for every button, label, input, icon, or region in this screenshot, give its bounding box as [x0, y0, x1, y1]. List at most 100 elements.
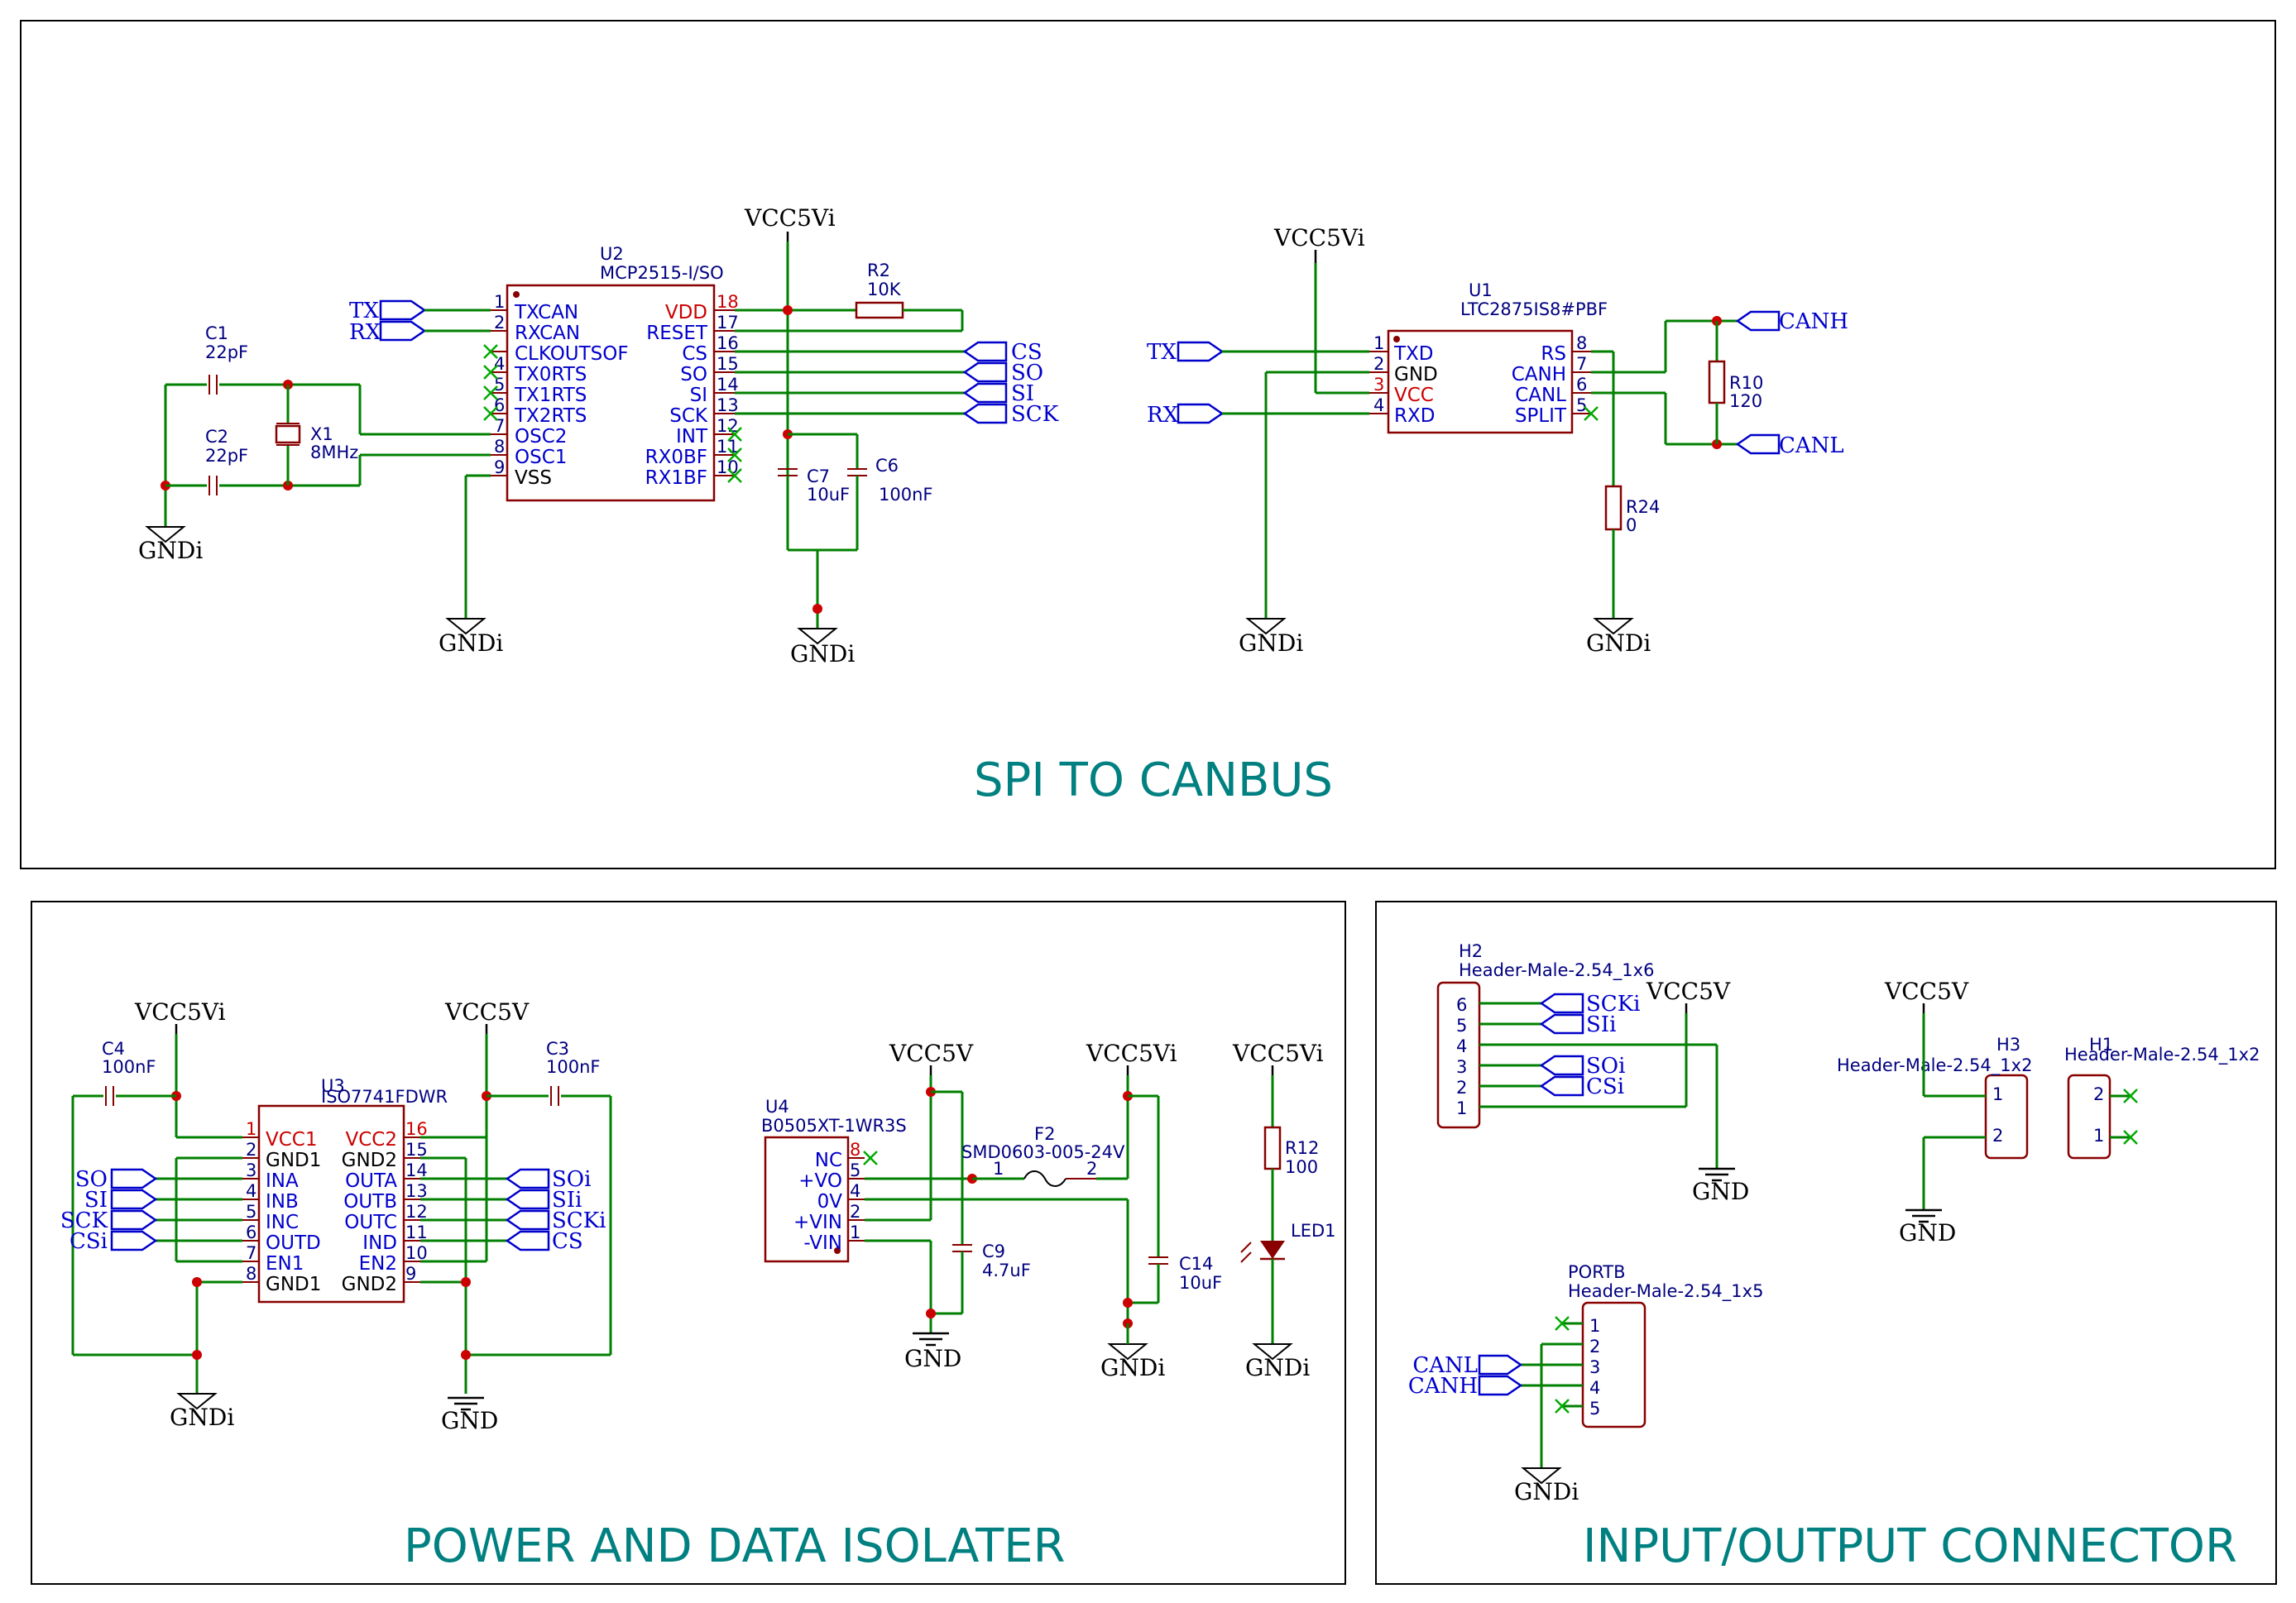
u3-part-label: ISO7741FDWR: [321, 1087, 448, 1107]
u3-pin-name: GND2: [342, 1274, 397, 1295]
r12-value: 100: [1285, 1157, 1318, 1177]
u4-pin-num: 1: [850, 1223, 860, 1242]
u1-part: LTC2875IS8#PBF: [1460, 299, 1608, 319]
u3-pin-name: EN1: [266, 1253, 304, 1275]
power-label-gndi: GNDi: [1100, 1354, 1165, 1381]
u3-pin-name: INA: [266, 1170, 299, 1192]
u3-pin-name: GND1: [266, 1150, 321, 1171]
h2-header: H2 Header-Male-2.54_1x6 6 5 4 3 2 1 SCKi…: [1436, 941, 1749, 1205]
u2-pin-name: CS: [682, 343, 707, 365]
u2-net-tx-rx: TX RX: [349, 299, 491, 345]
r10-ref: R10: [1729, 373, 1763, 393]
net-label-so: SO: [1011, 361, 1043, 385]
power-label-vcc5vi: VCC5Vi: [1273, 224, 1365, 251]
u2-pin-num: 15: [717, 354, 739, 374]
c7-ref: C7: [807, 467, 830, 486]
net-label-sii: SIi: [1586, 1012, 1616, 1037]
power-label-gnd: GND: [1899, 1219, 1956, 1247]
h2-pin: 3: [1456, 1057, 1467, 1077]
u2-pin-name: CLKOUTSOF: [515, 343, 629, 365]
net-label-scki: SCKi: [1586, 992, 1640, 1017]
u3-pin-num: 4: [246, 1181, 256, 1201]
h1-pin: 2: [2093, 1084, 2104, 1104]
u2-pin-name: TX2RTS: [514, 405, 587, 427]
u2-pin-num: 6: [494, 395, 505, 415]
u2-pin-name: TXCAN: [514, 302, 578, 323]
h2-pin: 5: [1456, 1016, 1467, 1036]
power-label-gnd: GND: [441, 1407, 498, 1434]
power-label-gndi: GNDi: [439, 629, 503, 657]
portb-pin: 3: [1589, 1357, 1600, 1377]
ground-icon: [911, 1332, 951, 1347]
c6-value: 100nF: [879, 485, 932, 505]
portb-pin: 4: [1589, 1378, 1600, 1398]
u1-pin-num: 3: [1373, 375, 1384, 395]
u2-pin-num: 7: [494, 416, 505, 436]
power-label-gndi: GNDi: [1245, 1354, 1310, 1381]
h1-ref: H1: [2089, 1035, 2113, 1055]
c9-ref: C9: [982, 1242, 1005, 1261]
u2-pin-num: 18: [717, 292, 739, 312]
power-label-vcc5vi: VCC5Vi: [1232, 1040, 1324, 1067]
u2-pin-num: 9: [494, 457, 505, 477]
u2-pin-name: OSC2: [515, 426, 567, 447]
c3-value: 100nF: [546, 1057, 600, 1077]
u2-mcp2515: U2 MCP2515-I/SO 1 2 4 5 6 7 8 9 TXCAN RX…: [482, 244, 743, 502]
f2-value: SMD0603-005-24V: [961, 1142, 1125, 1162]
c4-value: 100nF: [102, 1057, 156, 1077]
u3-pin-num: 2: [246, 1140, 256, 1160]
u3-pin-num: 15: [405, 1140, 428, 1160]
u2-pin-num: 13: [717, 395, 739, 415]
h2-pin: 6: [1456, 995, 1467, 1015]
h1-header: H1 Header-Male-2.54_1x2 2 1: [2064, 1035, 2260, 1160]
u4-pin-name: -VIN: [803, 1232, 842, 1254]
u2-pin-name: RX1BF: [645, 467, 707, 489]
u2-pin-name: SI: [690, 385, 707, 406]
c7-value: 10uF: [807, 485, 850, 505]
portb-pin: 1: [1589, 1316, 1600, 1336]
h3-header: H3 Header-Male-2.54_1x2 1 2 VCC5V GND: [1837, 978, 2032, 1247]
net-label-sii: SIi: [552, 1188, 582, 1213]
u2-pin-name: OSC1: [515, 447, 567, 468]
c1-value: 22pF: [205, 342, 248, 362]
u4-pin-num: 4: [850, 1181, 860, 1201]
u2-pin-num: 16: [717, 333, 739, 353]
section-title-spi-canbus: SPI TO CANBUS: [974, 754, 1333, 807]
u1-pin-name: RXD: [1394, 405, 1435, 427]
power-label-gnd: GND: [904, 1345, 961, 1372]
r24-value: 0: [1626, 515, 1637, 535]
u2-pin-name: TX1RTS: [514, 385, 587, 406]
net-label-si: SI: [1011, 381, 1034, 406]
u2-net-spi: CS SO SI SCK: [735, 340, 1059, 427]
u3-pin-name: VCC2: [346, 1129, 398, 1151]
u2-pin-num: 8: [494, 437, 505, 457]
h3-pin: 1: [1992, 1084, 2003, 1104]
f2-pin1: 1: [993, 1159, 1004, 1179]
net-label-so: SO: [75, 1167, 108, 1192]
x1-ref: X1: [310, 424, 333, 444]
power-label-gndi: GNDi: [170, 1404, 234, 1431]
net-label-csi: CSi: [70, 1229, 108, 1254]
power-label-gndi: GNDi: [790, 640, 855, 668]
u2-pin-num: 14: [717, 375, 739, 395]
h3-part: Header-Male-2.54_1x2: [1837, 1055, 2032, 1076]
r2-ref: R2: [867, 261, 890, 280]
r10-value: 120: [1729, 391, 1762, 411]
u3-pin-name: GND2: [342, 1150, 397, 1171]
net-label-sck: SCK: [1011, 402, 1059, 427]
u3-pin-num: 3: [246, 1160, 256, 1180]
u3-iso7741: U3 ISO7741FDWR 1 2 3 4 5 6 7 8 VCC1 GND1…: [242, 1076, 448, 1304]
frame-io-connector: [1375, 901, 2277, 1585]
u2-pin-name: INT: [676, 426, 708, 447]
net-label-canh: CANH: [1779, 309, 1848, 334]
power-label-vcc5v: VCC5V: [1646, 978, 1731, 1005]
u1-ref: U1: [1469, 280, 1493, 300]
u2-pin-name: SO: [680, 364, 707, 385]
u2-pin-name: VSS: [515, 467, 552, 489]
u2-pin-name: SCK: [669, 405, 708, 427]
c2-value: 22pF: [205, 446, 248, 466]
power-label-vcc5v: VCC5V: [444, 998, 530, 1026]
u3-pin-name: OUTC: [344, 1212, 397, 1233]
c3-ref: C3: [546, 1039, 569, 1059]
power-label-gnd: GND: [1692, 1178, 1749, 1205]
